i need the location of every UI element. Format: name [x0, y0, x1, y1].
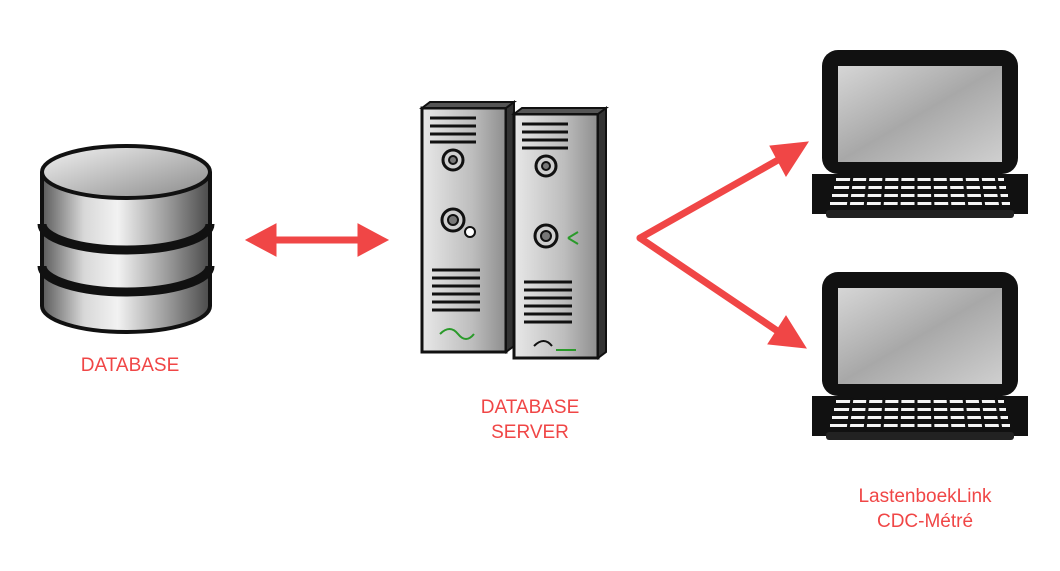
server-label-line2: SERVER	[491, 422, 569, 443]
database-label: DATABASE	[50, 353, 210, 378]
server-icon	[419, 100, 609, 360]
server-tower-left	[419, 100, 517, 354]
clients-label-line1: LastenboekLink	[858, 486, 992, 507]
laptop-icon-bottom	[812, 272, 1028, 440]
clients-label-line2: CDC-Métré	[876, 511, 974, 532]
database-label-text: DATABASE	[80, 355, 180, 376]
server-label: DATABASE SERVER	[430, 395, 630, 445]
server-label-line1: DATABASE	[480, 397, 580, 418]
laptop-icon-top	[812, 50, 1028, 218]
clients-label: LastenboekLink CDC-Métré	[820, 484, 1030, 534]
server-tower-right	[511, 106, 609, 360]
fork-arrows	[636, 141, 809, 349]
bidirectional-arrow	[244, 223, 390, 257]
database-icon	[37, 144, 215, 334]
